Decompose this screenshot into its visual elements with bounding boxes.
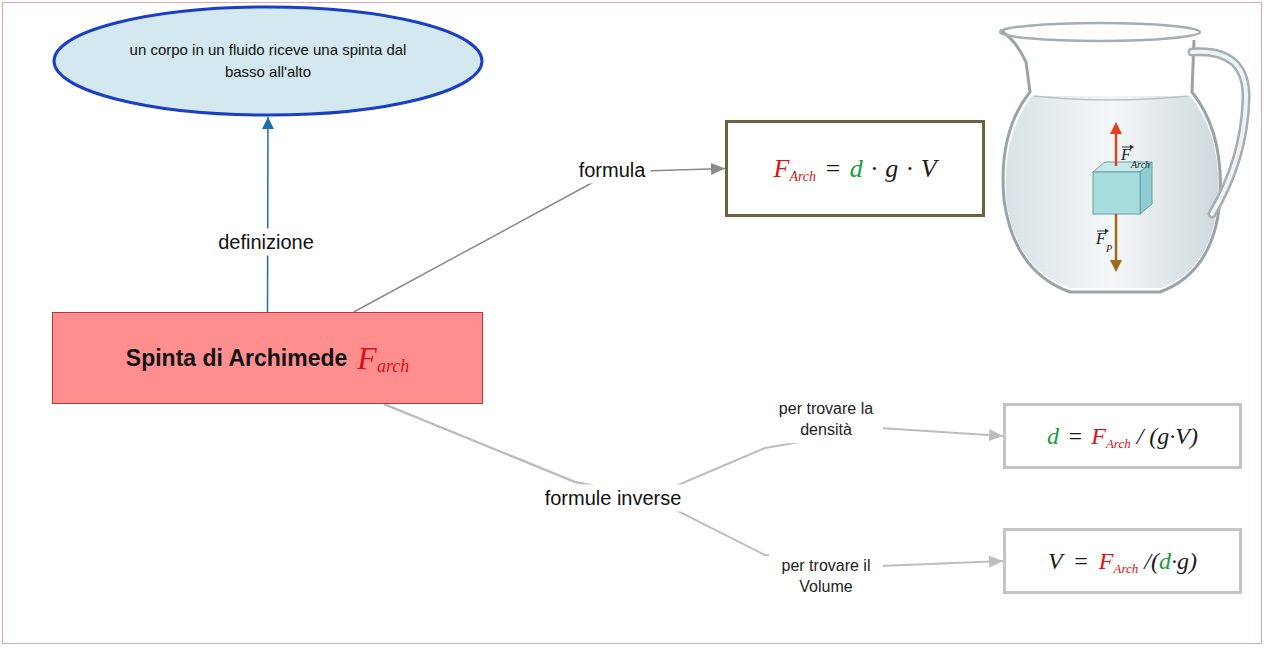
node-text: F xyxy=(357,340,377,377)
node-text: ·g) xyxy=(1171,548,1197,575)
node-text: F xyxy=(1099,548,1114,575)
inverse-formula-box: d = FArch / (g·V) xyxy=(1003,403,1242,469)
node-text: d xyxy=(850,154,863,184)
junction-label: formule inverse xyxy=(539,485,688,512)
node-text: F xyxy=(773,154,789,184)
node-text: arch xyxy=(377,356,409,377)
edge-label: definizione xyxy=(213,229,319,256)
definition-arrow xyxy=(267,117,269,312)
node-text: un corpo in un fluido riceve una spinta … xyxy=(118,39,418,83)
node-text: = xyxy=(824,154,842,184)
node-text: = xyxy=(1067,423,1083,450)
definition-ellipse: un corpo in un fluido riceve una spinta … xyxy=(52,5,484,117)
node-text: Arch xyxy=(1114,561,1139,577)
node-text: / (g·V) xyxy=(1137,423,1198,450)
node-text: /( xyxy=(1144,548,1159,575)
edge-label: formula xyxy=(574,157,651,184)
node-text: g xyxy=(885,154,898,184)
force-subscript: P xyxy=(1106,243,1112,254)
concept-box: Spinta di Archimede Farch xyxy=(52,312,483,404)
formula-arrow xyxy=(354,169,725,313)
ellipse-outline xyxy=(52,5,484,117)
inverse-arrow xyxy=(384,404,1003,497)
node-text: · xyxy=(871,154,878,184)
ellipse-shape xyxy=(54,7,482,115)
force-subscript: Arch xyxy=(1131,159,1150,170)
node-text: V xyxy=(1048,548,1063,575)
node-text: d xyxy=(1047,423,1059,450)
edge-label: per trovare la densità xyxy=(769,397,883,443)
node-text: = xyxy=(1073,548,1089,575)
edge-label: per trovare il Volume xyxy=(769,554,883,600)
force-symbol: F xyxy=(1121,146,1131,164)
formula-box: FArch=d·g·V xyxy=(725,120,985,217)
force-symbol: F xyxy=(1096,230,1106,248)
node-text: Arch xyxy=(789,169,816,185)
node-text: Spinta di Archimede xyxy=(126,345,348,372)
inverse-arrow xyxy=(384,404,1003,566)
node-text: · xyxy=(906,154,913,184)
node-text: V xyxy=(921,154,937,184)
node-text: d xyxy=(1159,548,1171,575)
node-text: Arch xyxy=(1106,436,1131,452)
node-text: F xyxy=(1091,423,1106,450)
inverse-formula-box: V = FArch /(d·g) xyxy=(1003,528,1242,594)
